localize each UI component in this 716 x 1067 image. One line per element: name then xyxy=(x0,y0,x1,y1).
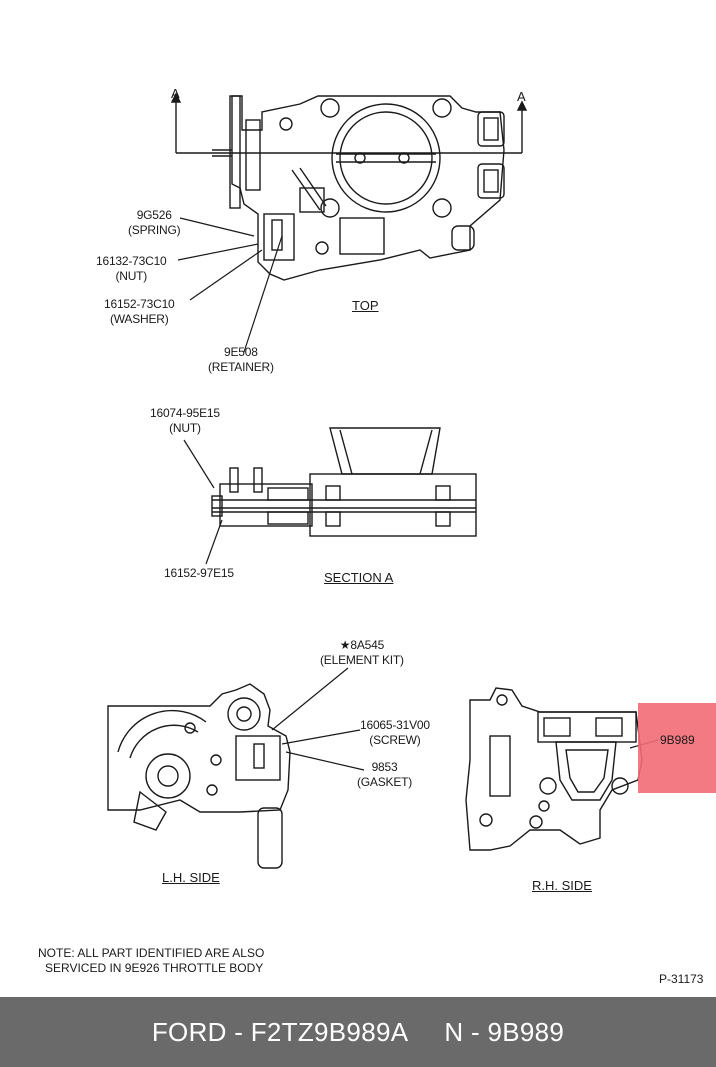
callout-screw-part: 16065-31V00 xyxy=(360,718,430,732)
highlighted-part-marker xyxy=(638,703,716,793)
callout-gasket-desc: (GASKET) xyxy=(357,775,413,789)
callout-retainer-desc: (RETAINER) xyxy=(208,360,274,374)
top-view-drawing xyxy=(170,92,528,281)
callout-nut-section-desc: (NUT) xyxy=(169,421,201,435)
callout-washer-section-part: 16152-97E15 xyxy=(164,566,234,580)
callout-retainer: 9E508 (RETAINER) xyxy=(208,345,274,375)
service-note: NOTE: ALL PART IDENTIFIED ARE ALSO SERVI… xyxy=(38,946,264,976)
section-a-drawing xyxy=(211,427,477,537)
view-title-lh-side: L.H. SIDE xyxy=(162,870,220,885)
lh-side-leaders xyxy=(271,667,365,771)
section-mark-right: A xyxy=(517,89,526,104)
callout-element-kit-part: ★8A545 xyxy=(339,638,385,652)
callout-washer: 16152-73C10 (WASHER) xyxy=(104,297,175,327)
service-note-line1: NOTE: ALL PART IDENTIFIED ARE ALSO xyxy=(38,946,265,960)
callout-washer-desc: (WASHER) xyxy=(109,312,169,326)
callout-nut-top-desc: (NUT) xyxy=(115,269,148,283)
callout-washer-section: 16152-97E15 xyxy=(164,566,234,581)
callout-element-kit-desc: (ELEMENT KIT) xyxy=(320,653,404,667)
view-title-section-a: SECTION A xyxy=(324,570,394,585)
callout-spring: 9G526 (SPRING) xyxy=(128,208,181,238)
callout-element-kit: ★8A545 (ELEMENT KIT) xyxy=(320,638,404,668)
lh-side-drawing xyxy=(107,683,291,869)
callout-spring-desc: (SPRING) xyxy=(128,223,181,237)
throttle-body-exploded-diagram xyxy=(107,92,659,869)
part-number-banner: FORD - F2TZ9B989A N - 9B989 xyxy=(0,997,716,1067)
callout-screw: 16065-31V00 (SCREW) xyxy=(360,718,430,748)
rh-side-drawing xyxy=(465,687,643,851)
callout-screw-desc: (SCREW) xyxy=(369,733,421,747)
section-mark-left: A xyxy=(171,86,180,101)
callout-nut-section-part: 16074-95E15 xyxy=(150,406,220,420)
callout-nut-top-part: 16132-73C10 xyxy=(96,254,167,268)
callout-gasket-part: 9853 xyxy=(371,760,398,774)
section-a-leaders xyxy=(183,439,223,565)
callout-washer-part: 16152-73C10 xyxy=(104,297,175,311)
figure-id: P-31173 xyxy=(659,972,704,986)
callout-retainer-part: 9E508 xyxy=(224,345,258,359)
top-view-leaders xyxy=(177,217,283,353)
callout-gasket: 9853 (GASKET) xyxy=(357,760,412,790)
callout-nut-section: 16074-95E15 (NUT) xyxy=(150,406,220,436)
nomenclature-number: N - 9B989 xyxy=(444,1016,565,1047)
view-title-top: TOP xyxy=(352,298,379,313)
service-note-line2: SERVICED IN 9E926 THROTTLE BODY xyxy=(45,961,264,975)
highlighted-part-label: 9B989 xyxy=(660,733,695,747)
view-title-rh-side: R.H. SIDE xyxy=(532,878,592,893)
callout-spring-part: 9G526 xyxy=(136,208,172,222)
oem-part-number: FORD - F2TZ9B989A xyxy=(151,1016,409,1047)
callout-nut-top: 16132-73C10 (NUT) xyxy=(96,254,167,284)
